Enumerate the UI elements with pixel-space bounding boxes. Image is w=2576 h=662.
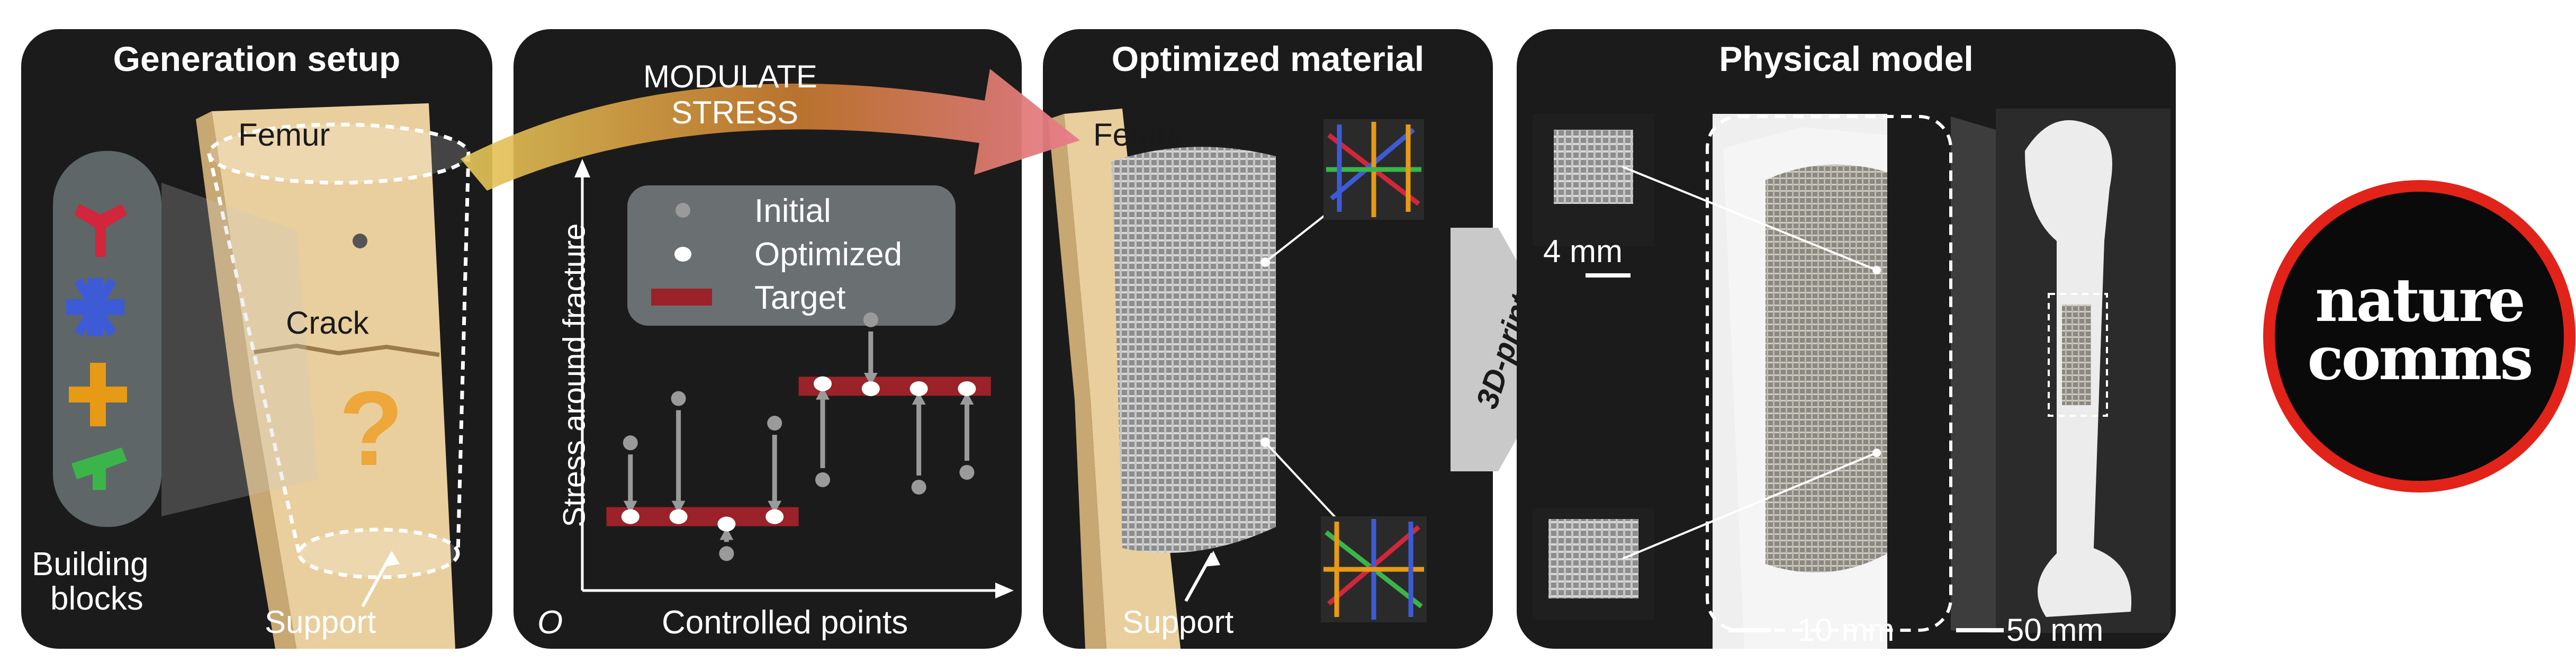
stress-change-arrowhead	[912, 391, 926, 405]
y-axis-label: Stress around fracture	[557, 223, 592, 527]
block-t-icon	[71, 448, 127, 490]
modulate-label-line1: MODULATE	[643, 59, 817, 94]
stress-change-arrowhead	[816, 387, 830, 400]
legend-initial-marker	[675, 203, 690, 218]
controlled-point	[353, 234, 367, 248]
question-mark: ?	[339, 370, 404, 488]
initial-point	[815, 472, 831, 487]
stress-change-arrowhead	[863, 372, 878, 386]
initial-point	[767, 416, 782, 431]
logo-line1: nature	[2315, 266, 2525, 335]
block-y-icon	[74, 204, 127, 257]
lattice-scaffold	[1112, 147, 1276, 553]
femur-label: Femur	[238, 117, 330, 153]
stress-change-arrowhead	[623, 500, 637, 514]
scale-label-50mm: 50 mm	[2006, 612, 2104, 648]
legend-optimized-label: Optimized	[754, 236, 903, 273]
support-label: Support	[1122, 604, 1234, 640]
stress-change-arrowhead	[768, 500, 782, 514]
physical-model-illustration	[1533, 109, 2170, 649]
panel-generation-setup: Generation setup	[21, 29, 492, 649]
block-cross-icon	[69, 363, 127, 426]
building-blocks-label-line2: blocks	[50, 580, 143, 617]
logo-line2: comms	[2307, 324, 2534, 393]
femur-bone	[212, 103, 455, 649]
unit-cell-top-icon	[1323, 119, 1424, 220]
stress-chart	[574, 159, 1014, 598]
optimized-point	[814, 376, 832, 391]
optimized-point	[909, 381, 928, 396]
panel-title-optimized-material: Optimized material	[1111, 39, 1425, 78]
optimized-point	[861, 381, 880, 396]
panel-physical-model: Physical model 4 mm 10 mm 50 mm	[1517, 29, 2176, 649]
origin-label: O	[537, 604, 563, 641]
optimized-point	[765, 509, 784, 524]
generation-setup-illustration	[53, 103, 471, 649]
legend-target-label: Target	[754, 280, 846, 316]
initial-point	[863, 312, 878, 327]
printed-scaffold	[1766, 164, 1887, 572]
support-cylinder	[207, 122, 471, 579]
optimized-point	[717, 516, 736, 532]
optimized-point	[958, 381, 976, 396]
optimized-point	[621, 509, 640, 524]
optimized-point	[669, 509, 688, 524]
unit-cell-bottom-icon	[1321, 516, 1427, 622]
panel-title-physical-model: Physical model	[1719, 39, 1974, 78]
femur-label: Femur	[1093, 117, 1185, 153]
initial-point	[623, 435, 638, 451]
scale-label-4mm: 4 mm	[1543, 234, 1623, 269]
modulate-label-line2: STRESS	[671, 95, 799, 130]
crack-label: Crack	[286, 305, 369, 341]
stress-change-arrowhead	[719, 527, 734, 540]
crack-line	[254, 343, 440, 357]
initial-point	[719, 546, 734, 561]
building-blocks-label-line1: Building	[32, 546, 149, 583]
stress-change-arrowhead	[671, 500, 686, 514]
panel-optimized-material: Optimized material	[1043, 29, 1493, 649]
initial-point	[671, 391, 686, 406]
scale-label-10mm: 10 mm	[1797, 612, 1895, 648]
legend-optimized-marker	[674, 247, 691, 262]
initial-point	[959, 464, 975, 480]
support-label: Support	[265, 604, 376, 640]
optimized-material-illustration	[1048, 109, 1493, 649]
initial-point	[911, 479, 926, 495]
building-blocks-panel	[53, 151, 161, 527]
legend-target-marker	[651, 289, 712, 306]
model-highlight-box	[1706, 115, 1952, 632]
block-star-icon	[66, 278, 124, 336]
x-axis-label: Controlled points	[662, 604, 908, 641]
legend-initial-label: Initial	[754, 193, 831, 229]
stress-change-arrowhead	[960, 391, 974, 405]
panel-title-generation-setup: Generation setup	[113, 39, 401, 78]
nature-comms-logo: nature comms	[2263, 180, 2575, 493]
